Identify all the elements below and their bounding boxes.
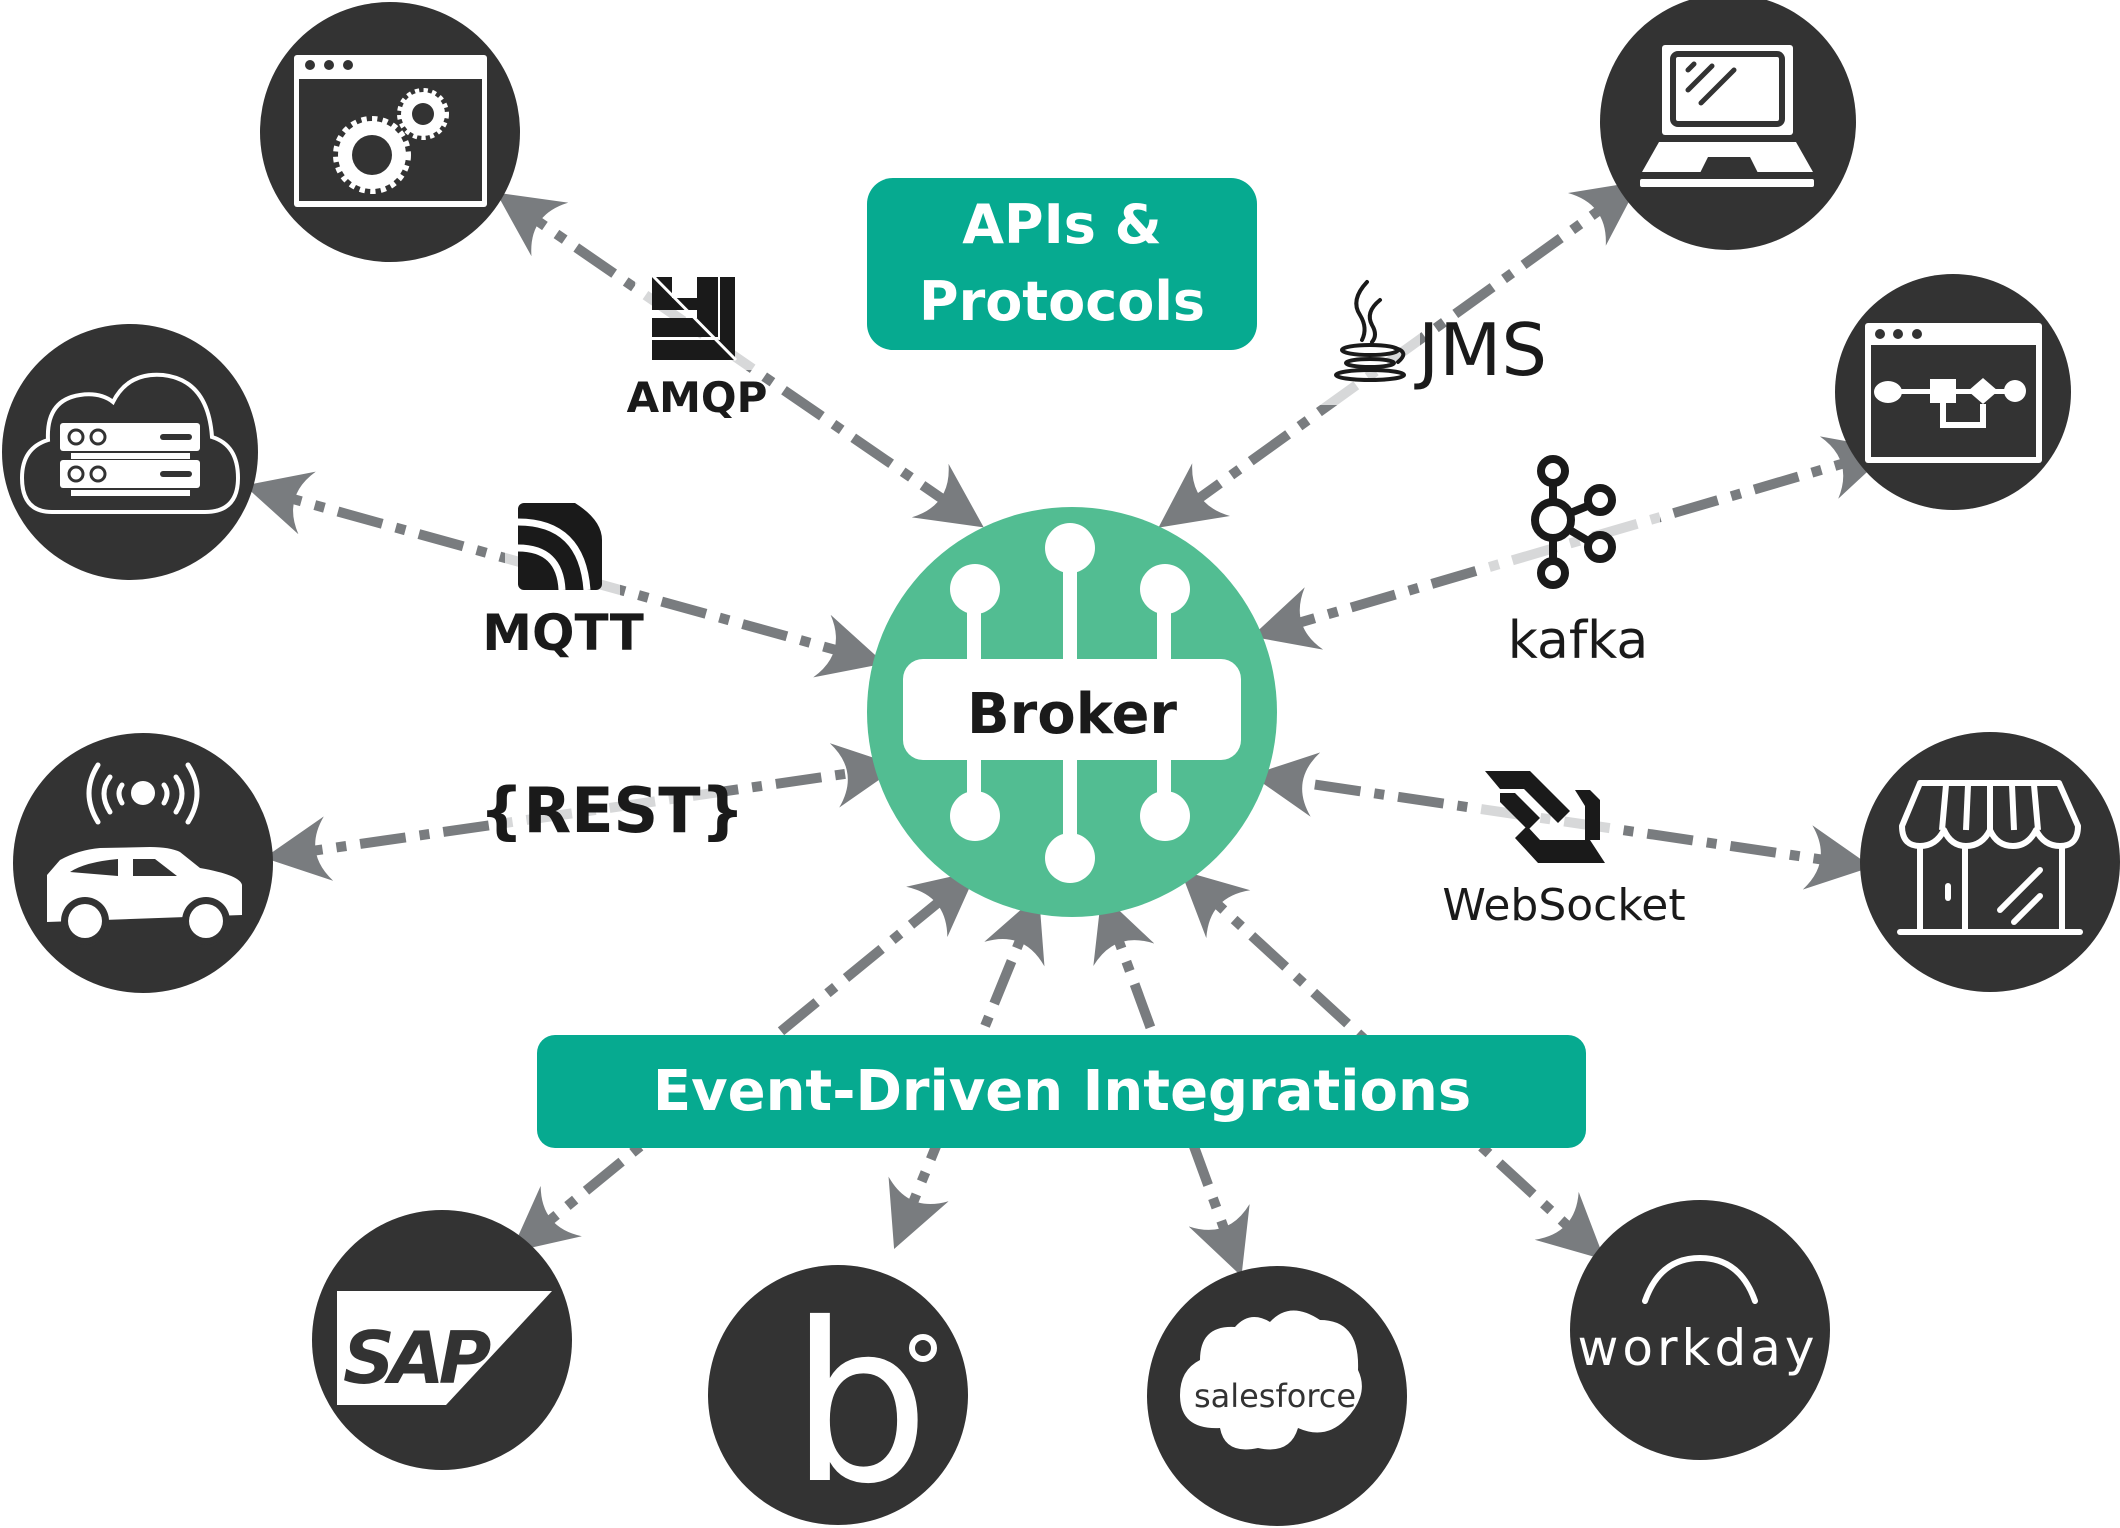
broker-label: Broker	[967, 682, 1177, 747]
jms-label: JMS	[1414, 308, 1547, 392]
rest-logo-icon: {REST}	[479, 774, 744, 847]
endpoint-sap[interactable]: SAP	[312, 1210, 572, 1470]
protocol-amqp[interactable]: AMQP	[627, 274, 768, 422]
broker-hub[interactable]: Broker	[867, 507, 1277, 917]
event-driven-box: Event-Driven Integrations	[537, 1035, 1586, 1148]
laptop-icon	[1640, 45, 1814, 187]
connected-car-icon	[47, 762, 242, 945]
boomi-label: b	[790, 1276, 930, 1528]
protocol-mqtt[interactable]: MQTT	[482, 503, 644, 662]
salesforce-cloud-icon: salesforce	[1180, 1310, 1362, 1450]
application-gears-icon	[294, 55, 487, 207]
protocol-kafka[interactable]: kafka	[1508, 455, 1648, 671]
amqp-label: AMQP	[627, 373, 768, 422]
workday-label: workday	[1578, 1319, 1819, 1377]
protocol-jms[interactable]: JMS	[1334, 280, 1547, 392]
endpoint-workflow-app[interactable]	[1835, 274, 2071, 510]
mqtt-label: MQTT	[482, 604, 644, 662]
endpoint-cloud-server[interactable]	[2, 324, 258, 580]
apis-protocols-box: APIs & Protocols	[867, 178, 1257, 350]
boomi-b-logo-icon: b	[790, 1276, 937, 1528]
websocket-logo-icon	[1485, 771, 1605, 863]
event-driven-label: Event-Driven Integrations	[653, 1059, 1471, 1124]
amqp-logo-icon	[651, 274, 738, 362]
workflow-window-icon	[1865, 323, 2042, 463]
kafka-logo-icon	[1531, 455, 1616, 589]
endpoint-salesforce[interactable]: salesforce	[1147, 1266, 1407, 1526]
endpoint-workday[interactable]: workday	[1570, 1200, 1830, 1460]
websocket-label: WebSocket	[1442, 880, 1685, 931]
endpoint-connected-car[interactable]	[13, 733, 273, 993]
endpoint-laptop[interactable]	[1600, 0, 1856, 250]
protocol-rest[interactable]: {REST}	[479, 774, 744, 847]
endpoint-app-gears[interactable]	[260, 2, 520, 262]
workday-logo-icon: workday	[1578, 1254, 1819, 1377]
endpoint-boomi[interactable]: b	[708, 1265, 968, 1528]
broker-hub-icon	[903, 523, 1241, 883]
java-cup-icon	[1334, 280, 1406, 382]
connector-connected-car	[264, 743, 899, 881]
mqtt-logo-icon	[517, 503, 602, 591]
cloud-server-icon	[19, 372, 241, 514]
apis-protocols-line2: Protocols	[919, 270, 1205, 333]
storefront-icon	[1897, 780, 2083, 935]
endpoint-storefront[interactable]	[1860, 732, 2120, 992]
kafka-label: kafka	[1508, 611, 1648, 671]
connector-storefront	[1251, 752, 1872, 890]
salesforce-label: salesforce	[1194, 1377, 1356, 1415]
protocol-websocket[interactable]: WebSocket	[1442, 771, 1686, 931]
sap-label: SAP	[343, 1316, 491, 1400]
apis-protocols-line1: APIs &	[962, 193, 1162, 256]
sap-logo-icon: SAP	[337, 1291, 552, 1405]
